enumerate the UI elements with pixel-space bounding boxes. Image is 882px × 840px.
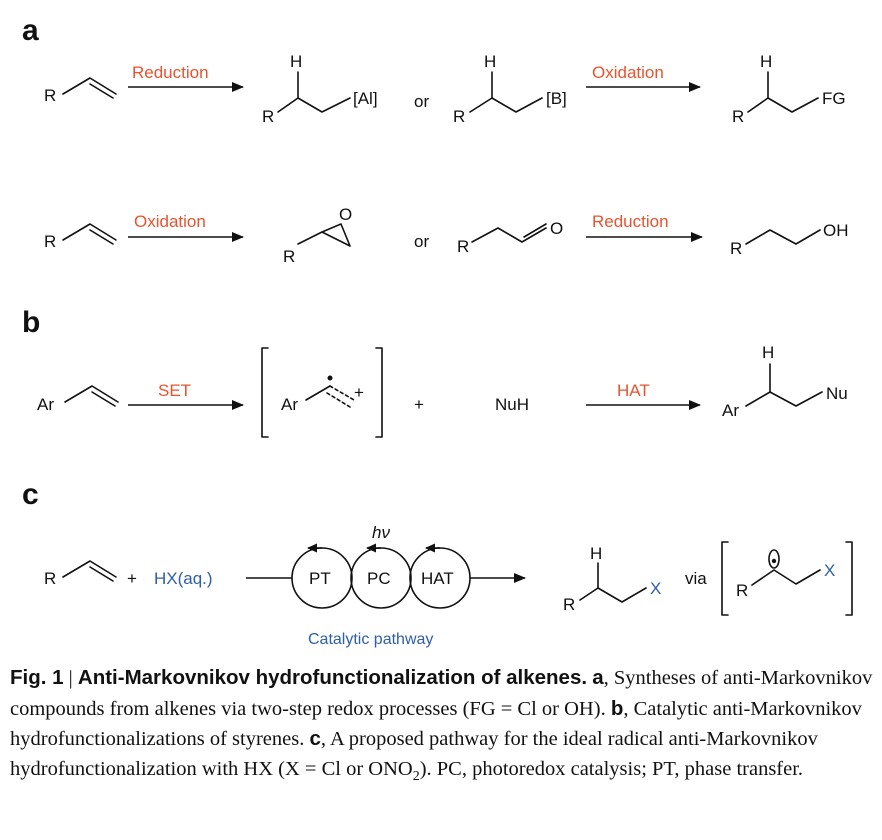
- caption-a-text: , Syntheses of anti-Markovnikov compound…: [10, 667, 873, 720]
- c-catalytic-cycles: PT PC HAT hν: [246, 523, 526, 609]
- svg-text:Oxidation: Oxidation: [134, 212, 206, 231]
- svg-text:H: H: [590, 544, 602, 563]
- caption-b-label: b: [610, 696, 624, 720]
- panel-b-label: b: [22, 306, 40, 339]
- panel-a-label: a: [22, 14, 39, 47]
- svg-text:HAT: HAT: [617, 381, 650, 400]
- c-cycle-pt: PT: [309, 569, 331, 588]
- b-product: H Ar Nu: [722, 343, 848, 420]
- c-product: H R X: [563, 544, 661, 614]
- svg-text:X: X: [650, 579, 661, 598]
- caption-b-text: , Catalytic anti-Markovnikov hydrofuncti…: [10, 697, 862, 751]
- svg-text:O: O: [339, 205, 352, 224]
- svg-text:X: X: [824, 561, 835, 580]
- svg-text:R: R: [44, 569, 56, 588]
- caption-title: Anti-Markovnikov hydrofunctionalization …: [77, 666, 588, 689]
- svg-text:Reduction: Reduction: [132, 63, 209, 82]
- svg-text:H: H: [760, 52, 772, 71]
- caption-c-text: , A proposed pathway for the ideal radic…: [10, 728, 818, 780]
- svg-text:R: R: [44, 86, 56, 105]
- a-row2-epoxide: R O: [283, 205, 352, 266]
- svg-text:Nu: Nu: [826, 384, 848, 403]
- panel-c-label: c: [22, 478, 39, 511]
- c-plus: +: [127, 569, 137, 588]
- b-hat-arrow: HAT: [586, 381, 701, 410]
- svg-text:Oxidation: Oxidation: [592, 63, 664, 82]
- svg-text:R: R: [563, 595, 575, 614]
- caption-a-label: a: [592, 666, 604, 689]
- b-radical-cation: Ar +: [261, 347, 383, 438]
- svg-text:R: R: [44, 232, 56, 251]
- a-row2-reduction-arrow: Reduction: [586, 212, 703, 242]
- c-hx-reagent: HX(aq.): [154, 569, 213, 588]
- a-row2-alkene: R: [44, 223, 117, 251]
- svg-text:Ar: Ar: [281, 395, 298, 414]
- c-radical-intermediate: R X: [721, 541, 853, 616]
- caption-c-text-end: ). PC, photoredox catalysis; PT, phase t…: [419, 757, 804, 780]
- a-row2-oxidation-arrow: Oxidation: [128, 212, 244, 242]
- a-row1-or: or: [414, 92, 429, 111]
- c-alkene: R: [44, 560, 117, 588]
- svg-text:SET: SET: [158, 381, 191, 400]
- a-row1-alkene: R: [44, 77, 117, 105]
- c-pathway-label: Catalytic pathway: [308, 631, 433, 648]
- b-nuh: NuH: [495, 395, 529, 414]
- a-row1-reduction-arrow: Reduction: [128, 63, 244, 92]
- caption-c-label: c: [309, 727, 321, 750]
- svg-text:R: R: [283, 247, 295, 266]
- svg-text:R: R: [732, 107, 744, 126]
- svg-text:[Al]: [Al]: [353, 89, 378, 108]
- c-cycle-hat: HAT: [421, 569, 454, 588]
- a-row1-oxidation-arrow: Oxidation: [586, 63, 701, 92]
- svg-text:OH: OH: [823, 221, 849, 240]
- caption-fig-number: Fig. 1: [10, 666, 64, 689]
- svg-text:H: H: [290, 52, 302, 71]
- a-row2-or: or: [414, 232, 429, 251]
- figure-caption: Fig. 1 | Anti-Markovnikov hydrofunctiona…: [10, 663, 875, 791]
- c-hv-label: hν: [372, 523, 390, 542]
- svg-text:O: O: [550, 219, 563, 238]
- svg-text:Reduction: Reduction: [592, 212, 669, 231]
- a-row2-alcohol: R OH: [730, 221, 849, 258]
- svg-text:R: R: [262, 107, 274, 126]
- b-styrene: Ar: [37, 385, 119, 414]
- svg-text:Ar: Ar: [722, 401, 739, 420]
- svg-text:FG: FG: [822, 89, 846, 108]
- c-via: via: [685, 569, 707, 588]
- a-row2-aldehyde: R O: [457, 219, 563, 256]
- a-row1-alkylaluminum: H R [Al]: [262, 52, 378, 126]
- svg-text:R: R: [453, 107, 465, 126]
- c-cycle-pc: PC: [367, 569, 391, 588]
- svg-text:+: +: [354, 383, 364, 402]
- svg-text:R: R: [736, 581, 748, 600]
- scheme-figure: a R Reduction H R [Al] or H R [B] Oxidat…: [22, 14, 853, 648]
- b-set-arrow: SET: [128, 381, 244, 410]
- b-plus: +: [414, 395, 424, 414]
- a-row1-product-fg: H R FG: [732, 52, 846, 126]
- svg-text:H: H: [762, 343, 774, 362]
- svg-text:R: R: [730, 239, 742, 258]
- svg-text:H: H: [484, 52, 496, 71]
- svg-text:Ar: Ar: [37, 395, 54, 414]
- caption-separator: |: [63, 667, 78, 689]
- svg-text:R: R: [457, 237, 469, 256]
- a-row1-alkylborane: H R [B]: [453, 52, 567, 126]
- caption-subscript: 2: [412, 768, 420, 784]
- svg-text:[B]: [B]: [546, 89, 567, 108]
